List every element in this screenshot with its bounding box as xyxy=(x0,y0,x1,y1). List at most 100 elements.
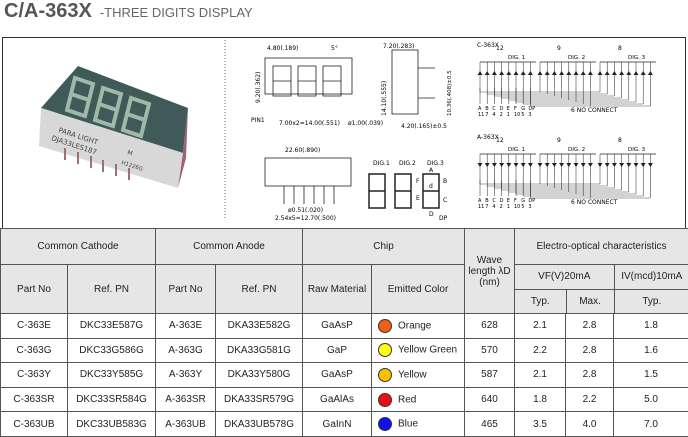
no-connect-note: 6 NO CONNECT xyxy=(571,107,618,114)
common-pin-label: 8 xyxy=(618,137,622,144)
header-chip: Chip xyxy=(303,229,465,265)
pin-number: 11 xyxy=(478,112,484,118)
seg-label: DP xyxy=(439,215,448,222)
emitted-color-label: Blue xyxy=(398,419,418,430)
common-pin-label: 8 xyxy=(618,45,622,52)
side-pin-span: 10.36(.408)±0.5 xyxy=(447,70,453,116)
front-view xyxy=(265,58,352,96)
vf-max-cell: 2.8 xyxy=(566,363,614,388)
c-ref-cell: DKC33E587G xyxy=(68,314,156,339)
common-pin-label: 12 xyxy=(496,45,504,52)
header-iv: IV(mcd)10mA xyxy=(614,265,688,289)
a-part-cell: A-363Y xyxy=(156,363,216,388)
emitted-color-label: Yellow Green xyxy=(398,345,457,356)
a-ref-cell: DKA33Y580G xyxy=(216,363,303,388)
front-height: 9.20(.362) xyxy=(255,72,262,103)
pin-number: 1 xyxy=(507,112,510,118)
emitted-color-label: Red xyxy=(398,394,416,405)
wave-cell: 587 xyxy=(465,363,515,388)
circuit-digit-label: DIG. 2 xyxy=(568,147,585,153)
seg-digit-label: DIG.3 xyxy=(427,160,444,167)
seg-label: E xyxy=(416,195,420,202)
vf-max-cell: 2.8 xyxy=(566,338,614,363)
side-width: 7.20(.283) xyxy=(383,43,414,50)
circuit-digit-label: DIG. 1 xyxy=(508,55,525,61)
seg-digit-label: DIG.1 xyxy=(373,160,390,167)
c-part-cell: C-363E xyxy=(1,314,68,339)
a-part-cell: A-363G xyxy=(156,338,216,363)
a-part-cell: A-363UB xyxy=(156,412,216,437)
emitted-color-cell: Yellow Green xyxy=(372,338,465,363)
iv-typ-cell: 5.0 xyxy=(614,387,688,412)
seg-digit-label: DIG.2 xyxy=(399,160,416,167)
wave-cell: 465 xyxy=(465,412,515,437)
pin-number: 7 xyxy=(485,112,488,118)
circuit-digit-label: DIG. 3 xyxy=(628,147,646,153)
front-dp-dia: ø1.00(.039) xyxy=(348,120,383,127)
c-part-cell: C-363SR xyxy=(1,387,68,412)
color-swatch-icon xyxy=(378,368,392,382)
pin-number: 3 xyxy=(528,112,531,118)
emitted-color-label: Yellow xyxy=(398,370,427,381)
pin-number: 1 xyxy=(507,204,510,210)
front-angle: 5° xyxy=(331,45,338,52)
iv-typ-cell: 1.6 xyxy=(614,338,688,363)
header-row-groups: Common Cathode Common Anode Chip Wave le… xyxy=(1,229,688,265)
a-ref-cell: DKA33E582G xyxy=(216,314,303,339)
common-pin-label: 9 xyxy=(557,137,561,144)
vf-typ-cell: 2.1 xyxy=(515,363,566,388)
header-common-anode: Common Anode xyxy=(156,229,303,265)
a-ref-cell: DKA33G581G xyxy=(216,338,303,363)
segment-diagram xyxy=(369,174,439,208)
vf-typ-cell: 2.1 xyxy=(515,314,566,339)
header-wavelength: Wave length λD (nm) xyxy=(465,229,515,314)
c-ref-cell: DKC33G586G xyxy=(68,338,156,363)
bottom-view xyxy=(265,158,351,204)
header-ref-pn: Ref. PN xyxy=(68,265,156,314)
raw-cell: GaP xyxy=(303,338,372,363)
pin1-label: PIN1 xyxy=(251,117,265,124)
figure-drawings: PARA LIGHT DJA33LES187 M H1226G 4.80(.18… xyxy=(3,38,687,230)
vf-max-cell: 2.2 xyxy=(566,387,614,412)
a-part-cell: A-363E xyxy=(156,314,216,339)
page-title: C/A-363X -THREE DIGITS DISPLAY xyxy=(4,0,253,28)
header-ref-pn: Ref. PN xyxy=(216,265,303,314)
pin-number: 5 xyxy=(521,112,524,118)
seg-label: A xyxy=(429,167,434,174)
emitted-color-cell: Blue xyxy=(372,412,465,437)
raw-cell: GaAsP xyxy=(303,363,372,388)
pin-number: 2 xyxy=(500,204,503,210)
wave-cell: 628 xyxy=(465,314,515,339)
pin-number: 11 xyxy=(478,204,484,210)
color-swatch-icon xyxy=(378,417,392,431)
seg-label: D xyxy=(429,211,434,218)
wave-cell: 640 xyxy=(465,387,515,412)
header-iv-typ: Typ. xyxy=(614,289,688,313)
header-part-no: Part No xyxy=(156,265,216,314)
side-height: 14.10(.555) xyxy=(381,81,388,116)
seg-label: B xyxy=(443,178,447,185)
header-common-cathode: Common Cathode xyxy=(1,229,156,265)
iv-typ-cell: 1.8 xyxy=(614,314,688,339)
seg-label: C xyxy=(443,197,447,204)
front-digit-width: 4.80(.189) xyxy=(267,45,298,52)
emitted-color-cell: Yellow xyxy=(372,363,465,388)
common-pin-label: 12 xyxy=(496,137,504,144)
wave-cell: 570 xyxy=(465,338,515,363)
pin-number: 4 xyxy=(492,112,495,118)
header-raw-material: Raw Material xyxy=(303,265,372,314)
header-part-no: Part No xyxy=(1,265,68,314)
header-vf-typ: Typ. xyxy=(515,289,566,313)
a-ref-cell: DKA33SR579G xyxy=(216,387,303,412)
vf-typ-cell: 3.5 xyxy=(515,412,566,437)
c-part-cell: C-363Y xyxy=(1,363,68,388)
header-row-columns: Part No Ref. PN Part No Ref. PN Raw Mate… xyxy=(1,265,688,314)
emitted-color-cell: Orange xyxy=(372,314,465,339)
emitted-color-cell: Red xyxy=(372,387,465,412)
bottom-pin-dia: ø0.51(.020) xyxy=(288,207,323,214)
